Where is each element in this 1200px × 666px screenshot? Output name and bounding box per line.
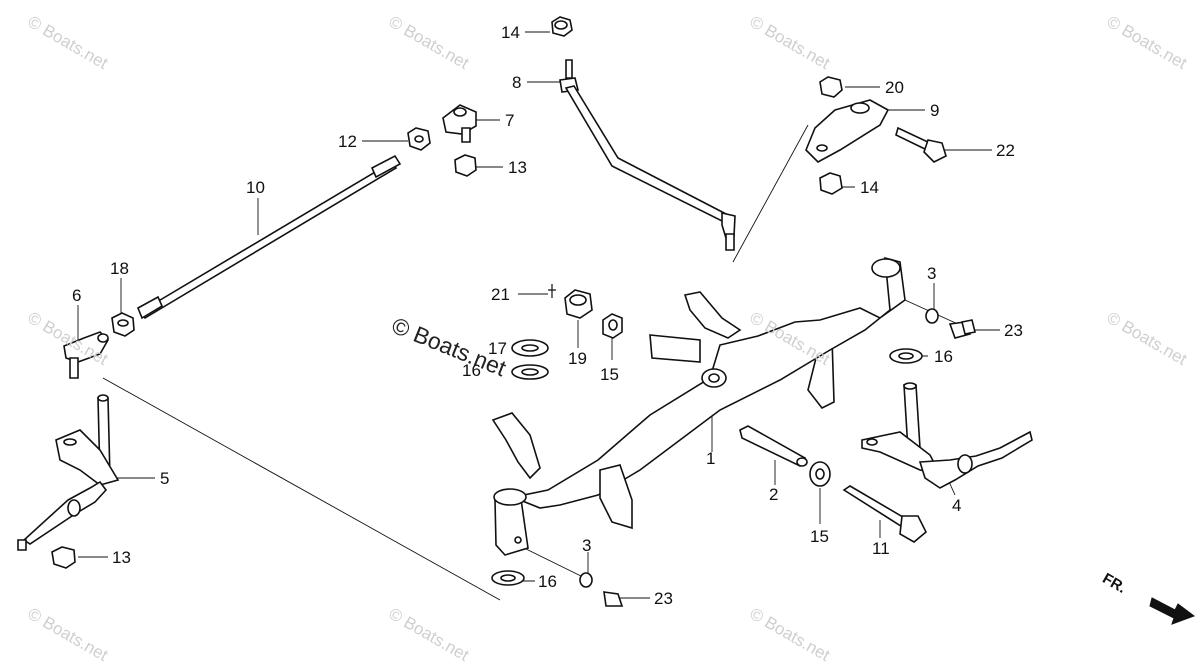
nut-14-mid-part <box>819 172 843 195</box>
callout-17: 17 <box>488 339 507 358</box>
pivot-pin-2-part <box>739 425 808 468</box>
ball-joint-7-part <box>442 104 477 143</box>
washer-3-bottom-part <box>579 572 593 588</box>
nut-18-part <box>111 312 135 337</box>
diagram-drawing <box>17 16 1196 625</box>
callout-19: 19 <box>568 349 587 368</box>
tie-rod-10-part <box>136 154 402 320</box>
callout-11: 11 <box>872 539 890 558</box>
callout-16: 16 <box>934 347 953 366</box>
spindle-5-part <box>17 394 120 551</box>
drag-link-8-part <box>559 59 736 251</box>
callout-9: 9 <box>930 101 940 120</box>
callout-21: 21 <box>491 285 510 304</box>
callout-14: 14 <box>860 178 879 197</box>
callout-3: 3 <box>927 264 937 283</box>
callout-3: 3 <box>582 536 592 555</box>
washers-17-16-part <box>511 339 549 380</box>
castle-nut-19-part <box>564 289 593 319</box>
front-arrow-icon <box>1149 597 1196 625</box>
callout-8: 8 <box>512 73 522 92</box>
callout-13: 13 <box>508 158 527 177</box>
front-axle-1-part <box>491 256 906 556</box>
callout-1: 1 <box>706 449 716 468</box>
callout-16: 16 <box>538 572 557 591</box>
leader-lines <box>77 31 1000 601</box>
callout-4: 4 <box>952 496 962 515</box>
callout-15: 15 <box>600 365 619 384</box>
nut-12-part <box>407 127 431 151</box>
bolt-22-part <box>895 126 947 163</box>
washer-16-right-part <box>889 348 923 364</box>
callout-6: 6 <box>72 286 82 305</box>
nut-13-bottom-part <box>51 546 76 569</box>
nut-14-top-part <box>551 16 573 37</box>
callout-15: 15 <box>810 527 829 546</box>
callout-12: 12 <box>338 132 357 151</box>
callout-13: 13 <box>112 548 131 567</box>
pin-21-part <box>548 284 556 298</box>
callout-18: 18 <box>110 259 129 278</box>
spindle-4-part <box>861 382 1033 489</box>
bolt-11-part <box>842 485 927 543</box>
bolt-23-bottom-part <box>603 591 624 607</box>
callout-7: 7 <box>505 111 515 130</box>
washer-16-bottom-part <box>491 570 525 586</box>
callout-10: 10 <box>246 178 265 197</box>
washer-15-bottom-part <box>809 461 831 487</box>
callout-5: 5 <box>160 469 170 488</box>
bolt-23-right-part <box>948 319 976 339</box>
callout-20: 20 <box>885 78 904 97</box>
steering-arm-9-part <box>805 99 890 163</box>
callout-23: 23 <box>654 589 673 608</box>
callout-16: 16 <box>462 361 481 380</box>
callout-14: 14 <box>501 23 520 42</box>
callout-2: 2 <box>769 485 779 504</box>
washer-3-right-part <box>925 308 939 324</box>
ball-joint-6-part <box>63 331 109 379</box>
nut-20-part <box>819 76 843 98</box>
washer-15-top-part <box>602 313 623 339</box>
callout-23: 23 <box>1004 321 1023 340</box>
callout-22: 22 <box>996 141 1015 160</box>
nut-13-top-part <box>454 154 477 177</box>
parts-diagram: © Boats.net © Boats.net © Boats.net © Bo… <box>17 12 1196 665</box>
